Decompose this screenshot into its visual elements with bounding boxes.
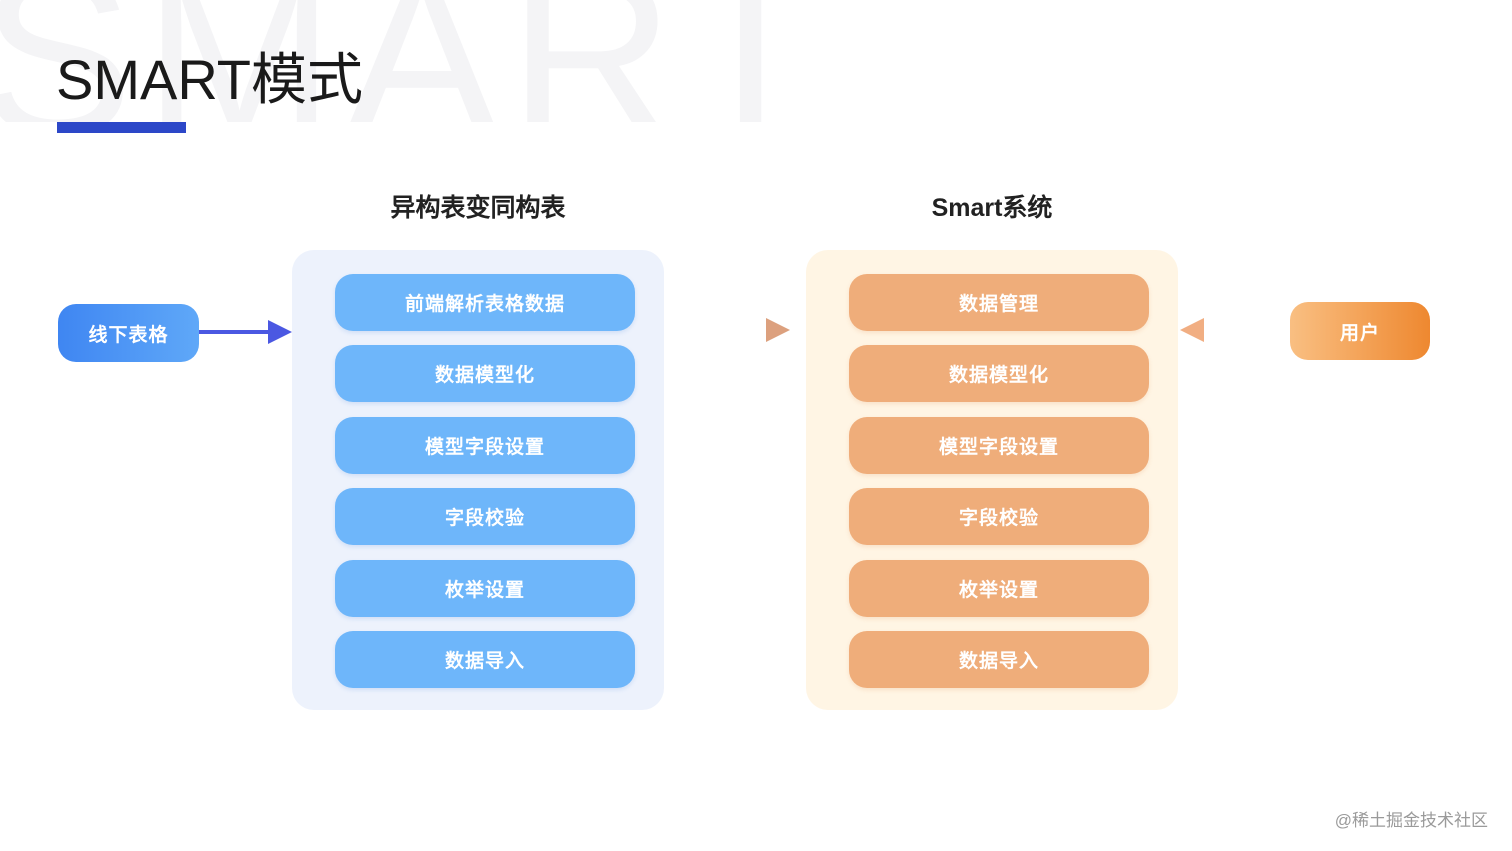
title-underline [57, 122, 186, 133]
left-step-5: 枚举设置 [335, 560, 635, 617]
arrow-left-panel-to-right-panel [678, 318, 790, 342]
arrow-user-to-right-panel [1180, 318, 1290, 342]
left-step-3: 模型字段设置 [335, 417, 635, 474]
arrow-sheet-to-left-panel [199, 320, 292, 344]
right-panel-heading: Smart系统 [931, 194, 1053, 222]
left-step-6: 数据导入 [335, 631, 635, 688]
page-title: SMART模式 [56, 48, 363, 111]
offline-sheet-node: 线下表格 [58, 304, 199, 362]
left-step-2: 数据模型化 [335, 345, 635, 402]
left-panel: 前端解析表格数据 数据模型化 模型字段设置 字段校验 枚举设置 数据导入 [292, 250, 664, 710]
left-step-4: 字段校验 [335, 488, 635, 545]
right-step-6: 数据导入 [849, 631, 1149, 688]
left-panel-heading: 异构表变同构表 [390, 194, 566, 222]
right-step-1: 数据管理 [849, 274, 1149, 331]
right-panel: 数据管理 数据模型化 模型字段设置 字段校验 枚举设置 数据导入 [806, 250, 1178, 710]
left-step-1: 前端解析表格数据 [335, 274, 635, 331]
user-node: 用户 [1290, 302, 1430, 360]
right-step-2: 数据模型化 [849, 345, 1149, 402]
right-step-5: 枚举设置 [849, 560, 1149, 617]
site-watermark: @稀土掘金技术社区 [1334, 811, 1488, 830]
right-step-4: 字段校验 [849, 488, 1149, 545]
right-step-3: 模型字段设置 [849, 417, 1149, 474]
